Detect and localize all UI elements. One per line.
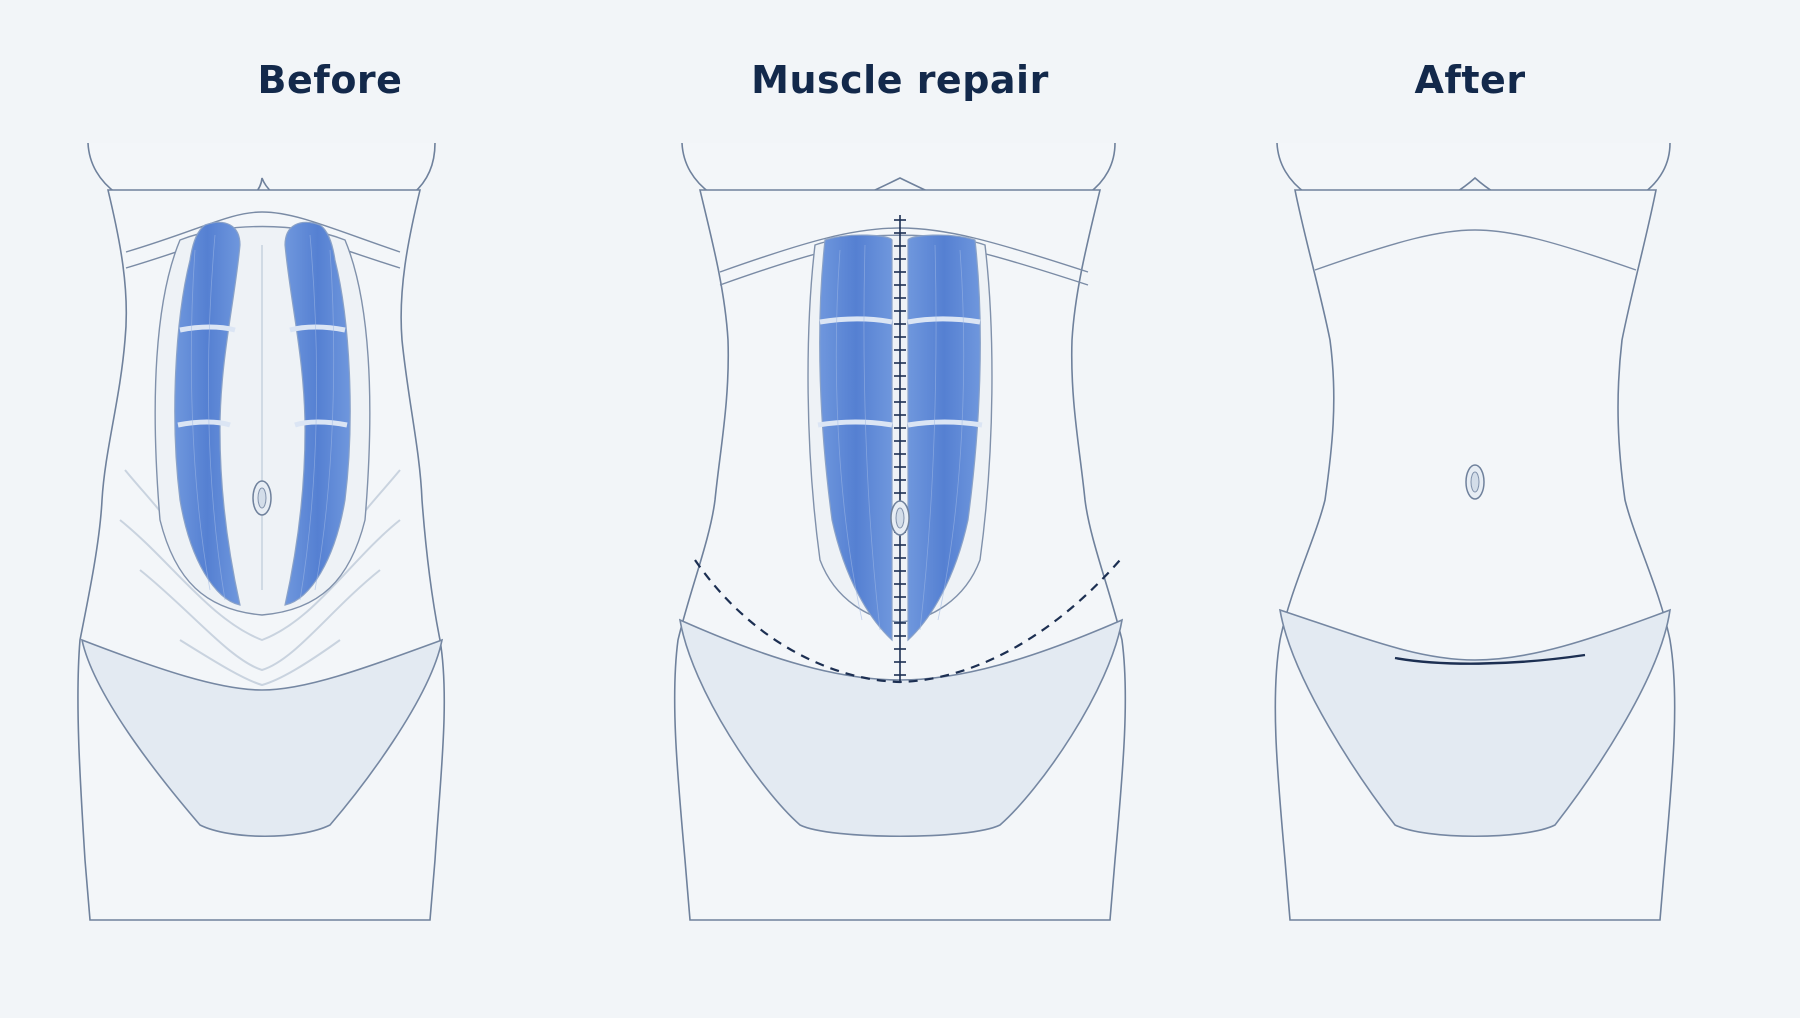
right-rectus-muscle bbox=[284, 221, 351, 606]
bra-line bbox=[125, 211, 401, 253]
panel-muscle-repair: Muscle repair bbox=[600, 0, 1200, 1018]
healed-scar-line bbox=[1394, 653, 1586, 665]
left-rectus-muscle bbox=[817, 234, 893, 642]
brief bbox=[80, 638, 444, 838]
incision-dashed-line bbox=[694, 559, 1121, 684]
skin-fold-3 bbox=[179, 639, 341, 687]
brief bbox=[1278, 608, 1671, 837]
bra-line bbox=[1314, 229, 1637, 271]
navel-inner bbox=[1470, 471, 1480, 493]
brief bbox=[678, 618, 1124, 837]
panel-before: Before bbox=[30, 0, 630, 1018]
navel-inner bbox=[257, 487, 267, 509]
suture-stitches bbox=[894, 219, 906, 676]
panel-title-muscle-repair: Muscle repair bbox=[751, 58, 1049, 102]
skin-fold-1 bbox=[119, 519, 401, 642]
skin-fold-2 bbox=[139, 569, 381, 672]
navel-inner bbox=[895, 507, 905, 529]
panel-title-before: Before bbox=[257, 58, 403, 102]
left-rectus-muscle bbox=[174, 221, 241, 606]
after-torso-illustration bbox=[1274, 142, 1676, 921]
muscle-repair-torso-illustration bbox=[673, 142, 1127, 921]
before-torso-illustration bbox=[77, 142, 446, 921]
panel-after: After bbox=[1170, 0, 1770, 1018]
right-rectus-muscle bbox=[907, 234, 983, 642]
panel-title-after: After bbox=[1414, 58, 1526, 102]
